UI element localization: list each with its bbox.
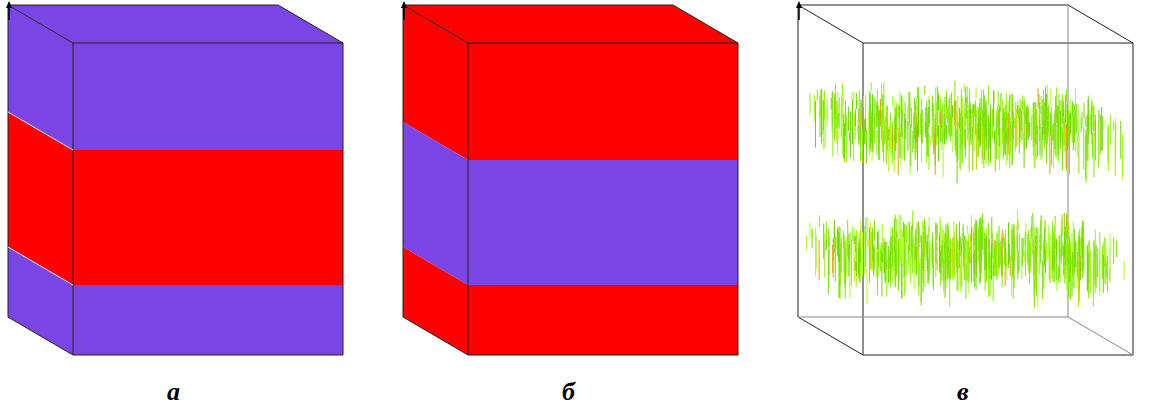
layer-texture [810, 210, 1124, 307]
layer-texture [807, 223, 1079, 307]
layer-texture [816, 86, 1121, 183]
layer-texture [820, 81, 1114, 183]
layer-texture [839, 96, 1115, 177]
cube-a [6, 1, 343, 355]
layer-texture [831, 88, 1095, 175]
layer-texture [812, 214, 1116, 308]
panel-label: б [562, 379, 575, 405]
cube-v [796, 1, 1133, 355]
panel-label: а [167, 379, 180, 405]
cube-b [401, 1, 738, 355]
interface-layers [807, 81, 1124, 308]
panel-label: в [957, 379, 969, 405]
